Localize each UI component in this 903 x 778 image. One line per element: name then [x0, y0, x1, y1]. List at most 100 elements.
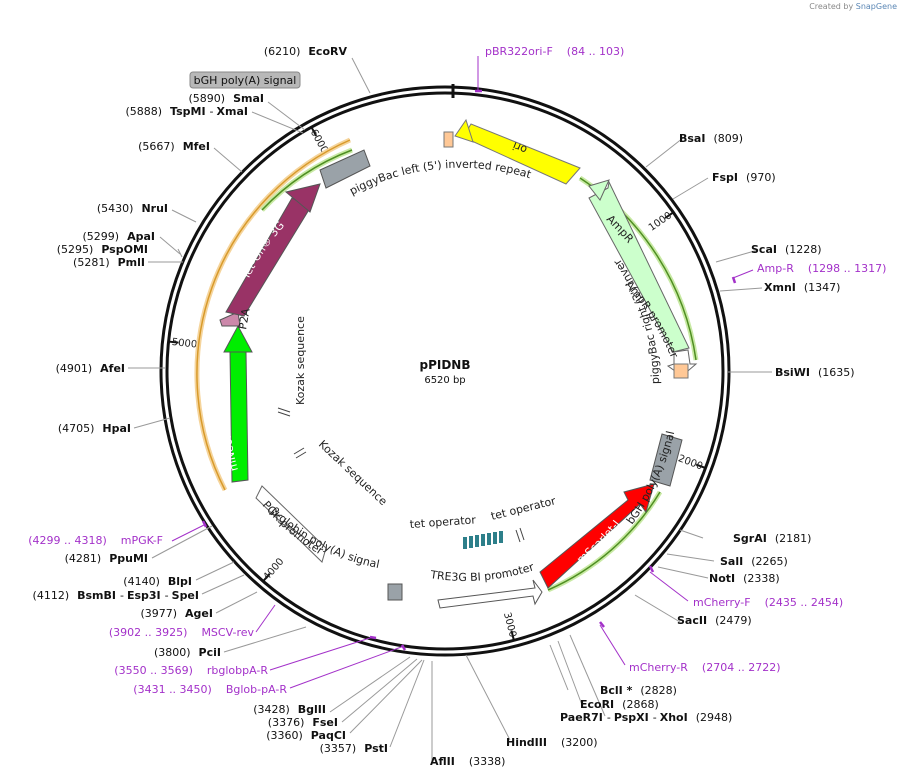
primer-mcherry-f[interactable]: mCherry-F(2435 .. 2454) [693, 596, 843, 609]
tet-operator-mark-b [519, 527, 525, 541]
site-pmli[interactable]: (5281)PmlI [73, 256, 145, 269]
tick-label: 2000 [677, 453, 705, 472]
site-hpai[interactable]: (4705)HpaI [58, 422, 131, 435]
primer-mscv-rev[interactable]: (3902 .. 3925)MSCV-rev [109, 626, 255, 639]
tick-label: 4000 [261, 556, 286, 582]
tick-label: 1000 [647, 210, 674, 234]
site-noti[interactable]: NotI(2338) [709, 572, 780, 585]
ori-label: ori [511, 139, 529, 156]
tick-label: 5000 [171, 337, 197, 351]
ampr-arrowhead [588, 179, 610, 201]
tre3g-promoter-feature[interactable] [437, 579, 543, 609]
site-leader-lines [128, 57, 772, 762]
site-scai[interactable]: ScaI(1228) [751, 243, 822, 256]
kozak-1-label: Kozak sequence [294, 316, 307, 405]
site-tspmi-xmai[interactable]: (5888)TspMI-XmaI [125, 105, 248, 118]
primer-amp-r[interactable]: Amp-R(1298 .. 1317) [757, 262, 886, 275]
tet-operator-block [463, 531, 503, 549]
site-blpi[interactable]: (4140)BlpI [123, 575, 192, 588]
site-labels: (6210)EcoRV (5890)SmaI (5888)TspMI-XmaI … [33, 45, 855, 768]
site-hindiii[interactable]: HindIII(3200) [506, 736, 598, 749]
ampr-feature[interactable] [588, 180, 690, 353]
site-ppumi[interactable]: (4281)PpuMI [65, 552, 148, 565]
credit-brand: SnapGene [855, 2, 897, 11]
orf-arc-teton-line [261, 149, 353, 211]
kozak-mark-2b [295, 451, 307, 459]
primer-labels: pBR322ori-F(84 .. 103) Amp-R(1298 .. 131… [28, 45, 886, 696]
backbone-outer [159, 85, 731, 657]
pgk-label: PGK promoter [260, 499, 326, 558]
site-ecori[interactable]: EcoRI(2868) [580, 698, 659, 711]
tre3g-label-path: TRE3G BI promoter [429, 560, 536, 584]
piggybac-left-label-path: piggyBac left (5') inverted repeat [347, 158, 533, 198]
tick-mark [169, 340, 179, 344]
site-bsmbi-esp3i-spei[interactable]: (4112)BsmBI-Esp3I-SpeI [33, 589, 199, 602]
site-pspomi[interactable]: (5295)PspOMI [57, 243, 148, 256]
tet-operator-1-label: tet operator [409, 513, 476, 531]
kozak-2-label-path: Kozak sequence [316, 438, 390, 509]
kozak-2-label: Kozak sequence [316, 438, 390, 509]
bgh-left-label-box [189, 71, 301, 89]
site-aflii[interactable]: AflII(3338) [430, 755, 505, 768]
site-sacii[interactable]: SacII(2479) [677, 614, 752, 627]
pgk-promoter-feature[interactable] [255, 485, 327, 563]
kozak-mark-1b [277, 411, 291, 417]
site-bsiwi[interactable]: BsiWI(1635) [775, 366, 855, 379]
site-sgrai[interactable]: SgrAI(2181) [733, 532, 811, 545]
site-bcli[interactable]: BclI *(2828) [600, 684, 677, 697]
tick-mark [695, 463, 705, 469]
p2a-feature[interactable] [219, 311, 241, 327]
bgh-left-label: bGH poly(A) signal [194, 74, 297, 87]
primer-mcherry-r[interactable]: mCherry-R(2704 .. 2722) [629, 661, 780, 674]
credit-prefix: Created by [809, 2, 854, 11]
bglobin-label: β-globin poly(A) signal [268, 505, 381, 571]
primer-mpgk-f[interactable]: (4299 .. 4318)mPGK-F [28, 534, 163, 547]
tre3g-label: TRE3G BI promoter [429, 560, 536, 584]
site-xmni[interactable]: XmnI(1347) [764, 281, 840, 294]
bgh-polya-right-feature[interactable] [649, 433, 683, 487]
primer-rbglobpa-r[interactable]: (3550 .. 3569)rbglobpA-R [114, 664, 268, 677]
teton-feature[interactable] [225, 197, 311, 317]
tick-mark [311, 127, 318, 137]
tet-operator-2-label: tet operator [490, 494, 558, 523]
backbone-inner [165, 91, 725, 651]
tet-operator-mark-a [515, 529, 521, 543]
bglobin-polya-feature[interactable] [387, 583, 403, 601]
site-paqci[interactable]: (3360)PaqCI [266, 729, 346, 742]
pgk-label-path: PGK promoter [260, 499, 326, 558]
site-ecorv[interactable]: (6210)EcoRV [264, 45, 348, 58]
site-pcii[interactable]: (3800)PciI [154, 646, 221, 659]
site-afei[interactable]: (4901)AfeI [56, 362, 125, 375]
orf-arc-mscarlet-line [547, 491, 661, 591]
snapgene-credit: Created by SnapGene [809, 2, 897, 11]
rep-origin-right [673, 363, 689, 379]
site-paer7i-pspxi-xhoi[interactable]: PaeR7I-PspXI-XhoI(2948) [560, 711, 732, 724]
kozak-mark-1a [277, 407, 291, 413]
kozak-mark-2a [293, 447, 305, 455]
tick-mark [263, 573, 271, 582]
site-fspi[interactable]: FspI(970) [712, 171, 776, 184]
ori-label-path: ori [511, 139, 529, 156]
mneongreen-arrowhead [223, 324, 253, 353]
primer-pbr322ori-f[interactable]: pBR322ori-F(84 .. 103) [485, 45, 624, 58]
site-agei[interactable]: (3977)AgeI [140, 607, 213, 620]
site-nrui[interactable]: (5430)NruI [97, 202, 168, 215]
site-apai[interactable]: (5299)ApaI [83, 230, 155, 243]
bgh-polya-left-feature[interactable] [319, 149, 371, 189]
site-bsai[interactable]: BsaI(809) [679, 132, 743, 145]
piggybac-left-label: piggyBac left (5') inverted repeat [347, 158, 533, 198]
plasmid-name: pPIDNB [420, 358, 471, 372]
site-smai[interactable]: (5890)SmaI [189, 92, 264, 105]
p2a-label: P2A [236, 307, 253, 331]
site-psti[interactable]: (3357)PstI [320, 742, 388, 755]
kozak-1-label-path: Kozak sequence [294, 316, 307, 405]
site-sali[interactable]: SalI(2265) [720, 555, 788, 568]
ori-arrowhead [454, 118, 474, 143]
mscarlet-feature[interactable] [539, 483, 655, 589]
site-fsei[interactable]: (3376)FseI [268, 716, 338, 729]
site-mfei[interactable]: (5667)MfeI [138, 140, 210, 153]
site-bglii[interactable]: (3428)BglII [253, 703, 326, 716]
orf-arc-orange-line [196, 139, 351, 491]
primer-bglob-pa-r[interactable]: (3431 .. 3450)Bglob-pA-R [133, 683, 287, 696]
